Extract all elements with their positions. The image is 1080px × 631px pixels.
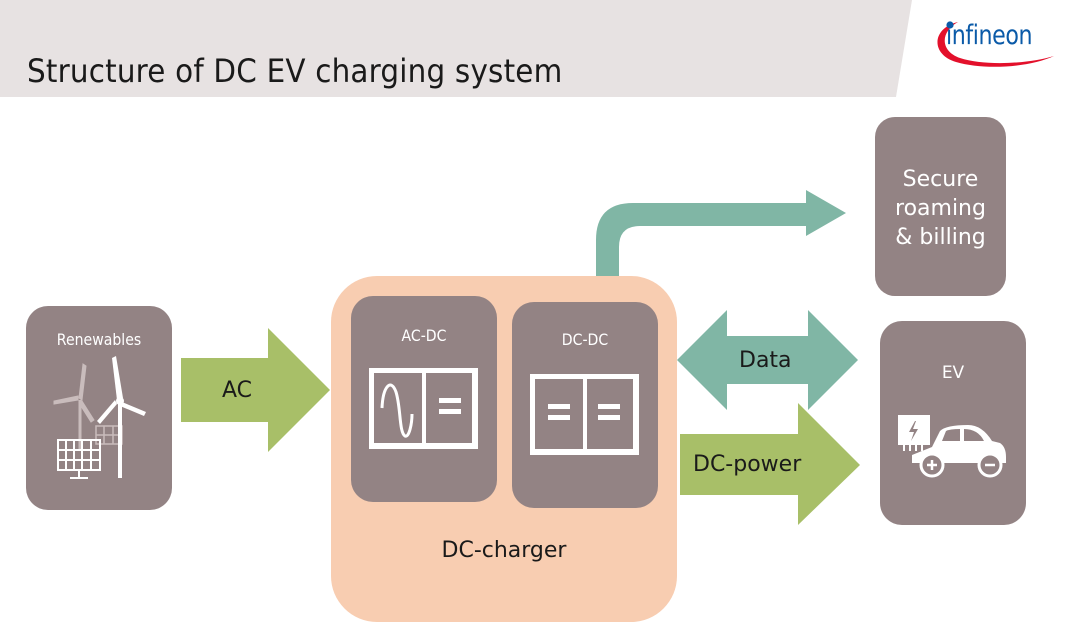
dc-charger-node: AC-DC DC-DC DC-charger: [331, 276, 677, 622]
dc-power-arrow-label: DC-power: [693, 452, 802, 477]
renewables-node: Renewables: [26, 306, 172, 510]
electric-car-charging-icon: [898, 415, 1006, 478]
logo-text: infineon: [946, 20, 1033, 51]
data-arrow-label: Data: [739, 348, 792, 373]
ev-label: EV: [941, 363, 965, 383]
ac-arrow: [181, 328, 330, 452]
dc-dc-label: DC-DC: [561, 330, 609, 349]
ac-to-dc-converter-icon: [369, 368, 478, 449]
wind-turbine-solar-panel-icon: [53, 356, 146, 479]
ac-dc-label: AC-DC: [401, 326, 447, 345]
dc-charger-label: DC-charger: [441, 538, 567, 563]
renewables-label: Renewables: [56, 330, 142, 349]
secure-roaming-line-2: roaming: [895, 196, 986, 221]
logo-swoosh-icon: [937, 21, 1054, 67]
slide-title: Structure of DC EV charging system: [27, 52, 563, 90]
secure-roaming-billing-node: Secure roaming & billing: [875, 117, 1006, 296]
dc-dc-converter: DC-DC: [512, 302, 658, 508]
dc-power-arrow: [680, 403, 860, 525]
ac-dc-converter: AC-DC: [351, 296, 497, 502]
secure-roaming-line-1: Secure: [902, 167, 979, 192]
billing-arrow: [596, 190, 846, 298]
ev-node: EV: [880, 321, 1026, 525]
dc-to-dc-converter-icon: [530, 374, 639, 455]
data-arrow: [677, 310, 858, 410]
header-band: [0, 0, 912, 97]
infineon-logo: infineon: [928, 14, 1058, 72]
header-background: [0, 0, 912, 97]
secure-roaming-line-3: & billing: [895, 225, 986, 250]
ac-arrow-label: AC: [222, 378, 253, 403]
